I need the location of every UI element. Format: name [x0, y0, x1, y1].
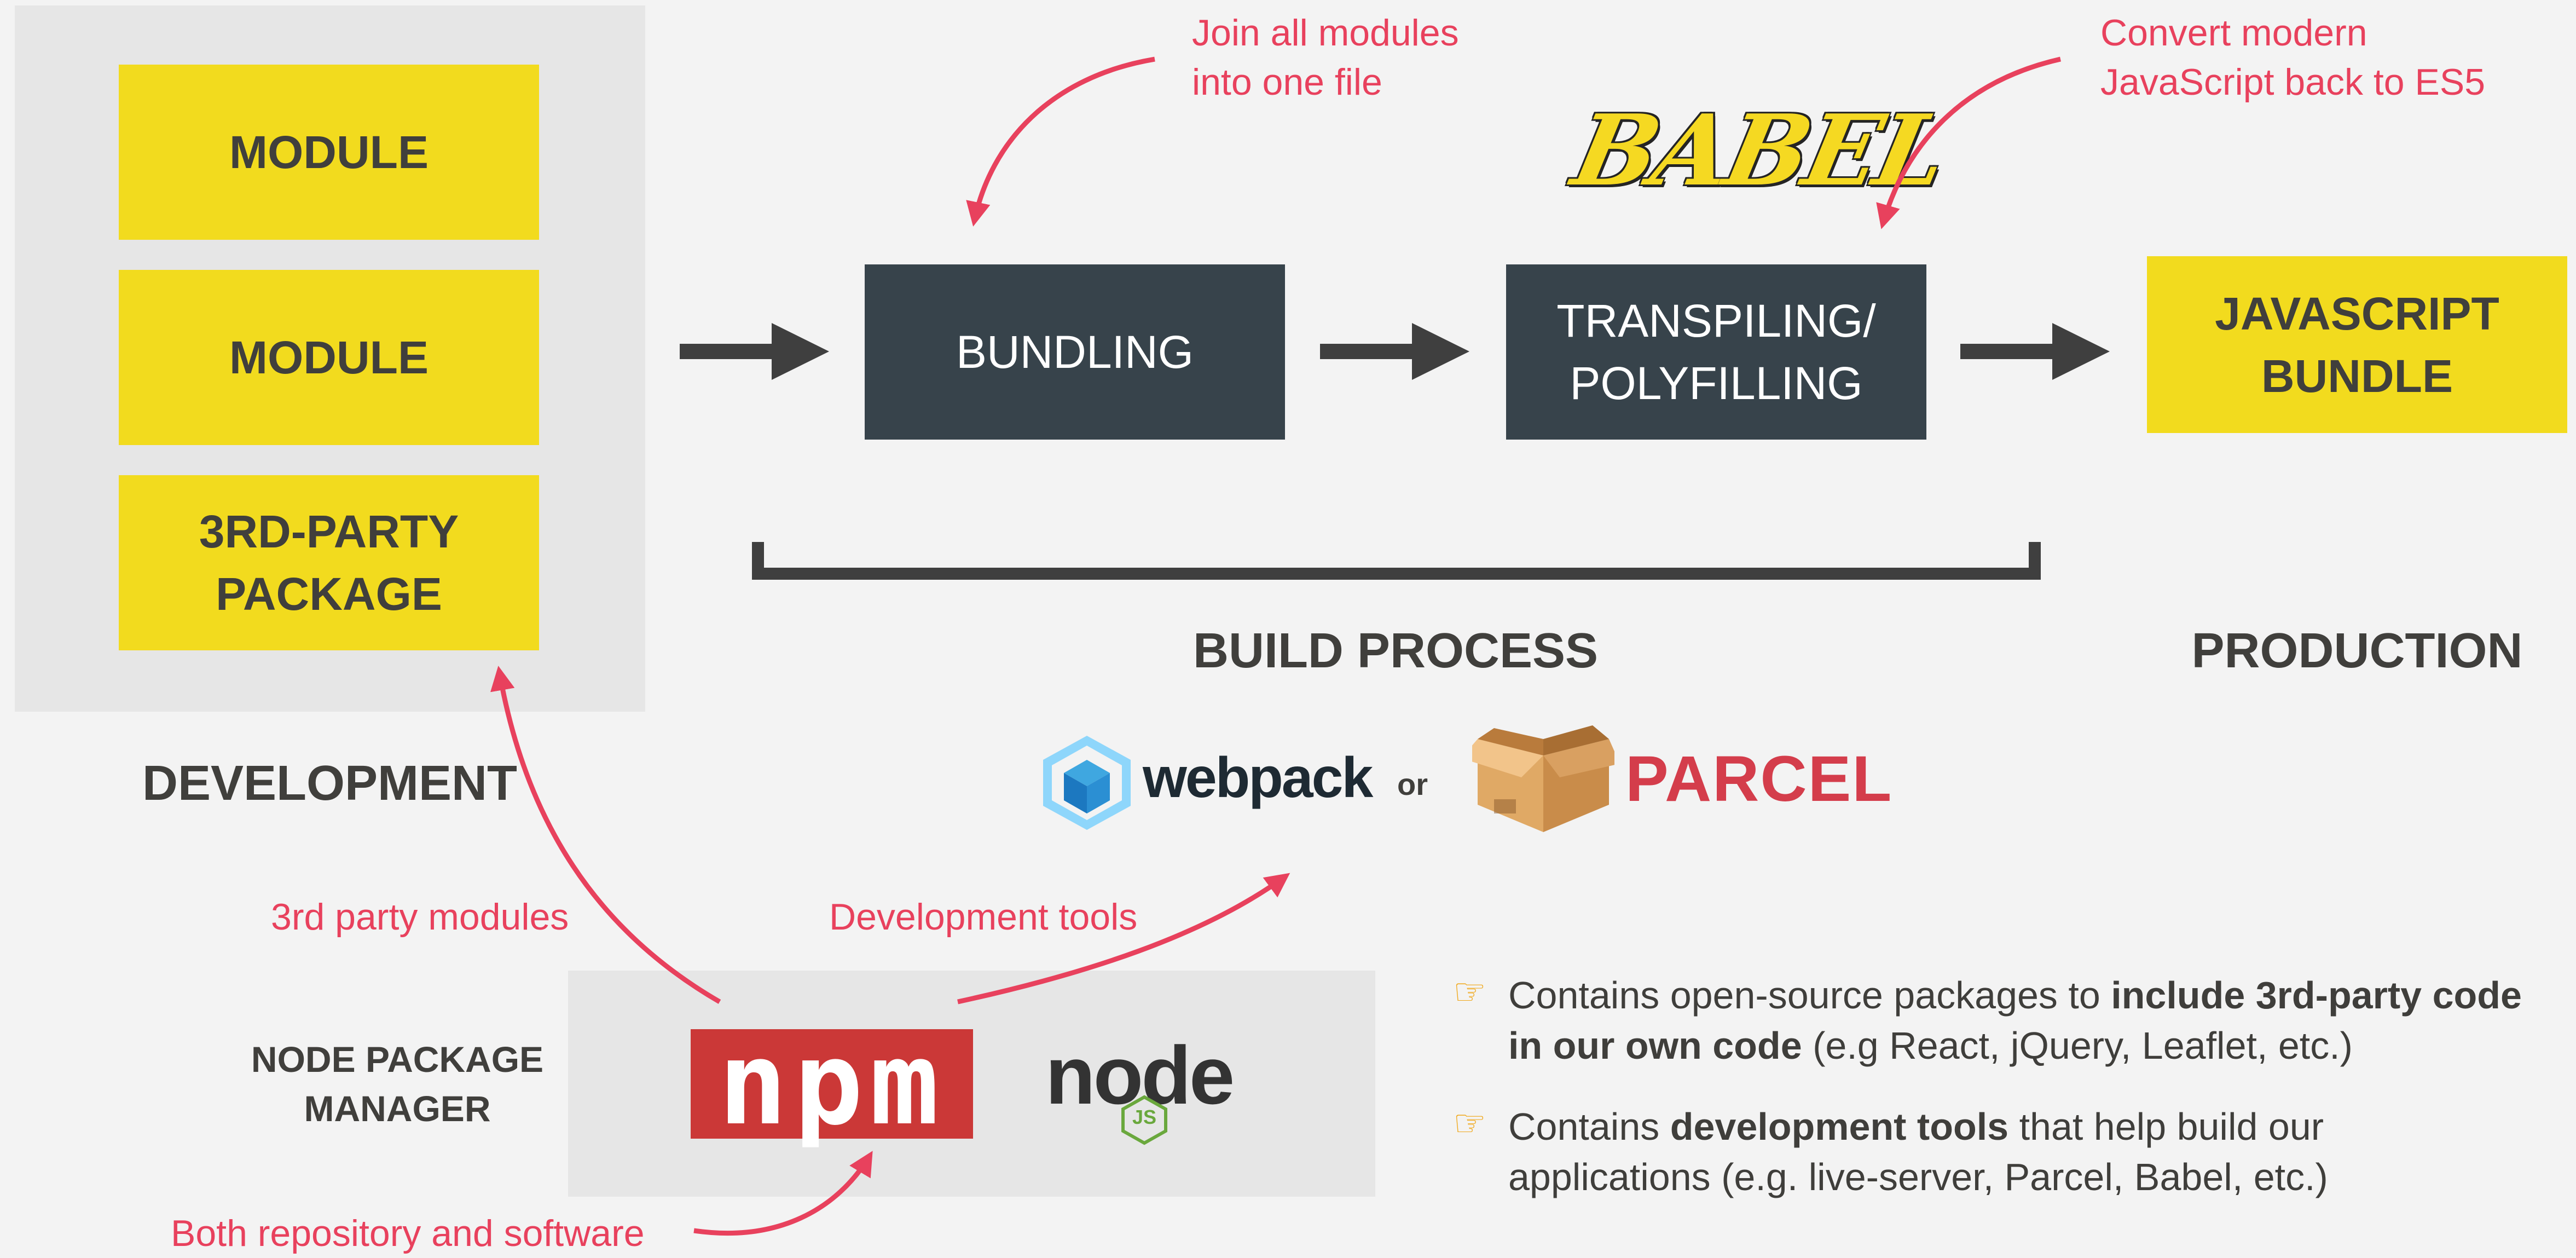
right-arrow-icon [680, 323, 829, 380]
bullet-1-rest: (e.g React, jQuery, Leaflet, etc.) [1802, 1024, 2353, 1067]
module-box-2: MODULE [119, 270, 539, 445]
right-arrow-icon [1320, 323, 1469, 380]
bundling-box: BUNDLING [865, 264, 1285, 440]
cardboard-box-icon [1472, 725, 1614, 832]
bullet-item-2: ☞ Contains development tools that help b… [1453, 1101, 2548, 1202]
third-party-note: 3rd party modules [271, 896, 569, 938]
repository-note: Both repository and software [171, 1213, 645, 1254]
or-text: or [1397, 767, 1428, 801]
module-box-1: MODULE [119, 65, 539, 240]
dev-tools-note: Development tools [829, 896, 1138, 938]
npm-logo: npm [691, 1017, 973, 1151]
bundling-note-arrow [966, 56, 1155, 227]
pointing-hand-icon: ☞ [1453, 1103, 1486, 1144]
webpack-logo-text: webpack [1143, 746, 1373, 810]
bullet-2-rest: that help build our applications (e.g. l… [1508, 1105, 2328, 1198]
bullet-text-2: Contains development tools that help bui… [1508, 1101, 2526, 1202]
bullet-text-1: Contains open-source packages to include… [1508, 970, 2526, 1071]
development-label: DEVELOPMENT [142, 756, 518, 811]
bullet-1-bold: include 3rd-party code in our own code [1508, 974, 2522, 1067]
npm-label: NODE PACKAGE MANAGER [251, 1039, 544, 1129]
bullet-list: ☞ Contains open-source packages to inclu… [1453, 970, 2548, 1202]
node-js-badge: JS [1132, 1106, 1157, 1128]
transpiling-box: TRANSPILING/ POLYFILLING [1506, 264, 1926, 440]
transpiling-note: Convert modern JavaScript back to ES5 [2100, 12, 2486, 103]
node-logo-text: node [1045, 1029, 1235, 1121]
bullet-2-text: Contains [1508, 1105, 1670, 1148]
node-js-hexagon-icon [1121, 1095, 1167, 1145]
bullet-1-text: Contains open-source packages to [1508, 974, 2111, 1017]
parcel-logo-text: PARCEL [1625, 743, 1893, 815]
npm-logo-text: npm [718, 1017, 946, 1151]
build-process-bracket [752, 542, 2041, 580]
bullet-2-bold: development tools [1670, 1105, 2009, 1148]
bundling-note: Join all modules into one file [1192, 12, 1459, 103]
bullet-item-1: ☞ Contains open-source packages to inclu… [1453, 970, 2548, 1071]
third-party-package-box: 3RD-PARTY PACKAGE [119, 475, 539, 650]
javascript-bundle-box: JAVASCRIPT BUNDLE [2147, 256, 2567, 433]
webpack-cube-icon [1043, 736, 1131, 830]
babel-logo: BABEL [1564, 93, 1955, 207]
production-label: PRODUCTION [2191, 624, 2523, 678]
build-process-label: BUILD PROCESS [1193, 624, 1599, 678]
right-arrow-icon [1960, 323, 2110, 380]
pointing-hand-icon: ☞ [1453, 971, 1486, 1013]
third-party-arrow [490, 666, 721, 1004]
